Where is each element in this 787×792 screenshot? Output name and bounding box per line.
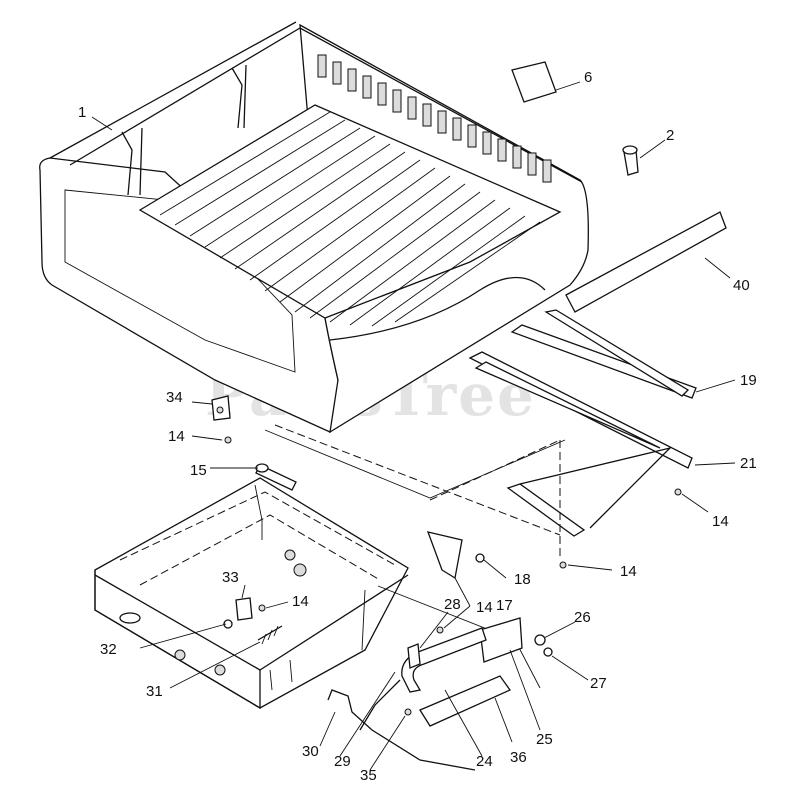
callout-14-e: 14: [476, 599, 493, 616]
leader-lines: [91, 81, 736, 771]
callout-19: 19: [740, 372, 757, 389]
callout-6: 6: [584, 69, 592, 86]
callout-14-c: 14: [620, 563, 637, 580]
callout-33: 33: [222, 569, 239, 586]
callout-18: 18: [514, 571, 531, 588]
callout-14-d: 14: [292, 593, 309, 610]
rail-part-21[interactable]: [468, 351, 693, 469]
decal-part[interactable]: [511, 61, 557, 103]
callout-34: 34: [166, 389, 183, 406]
callout-2: 2: [666, 127, 674, 144]
pad-part-36[interactable]: [419, 675, 511, 727]
rod-part-30[interactable]: [327, 689, 476, 771]
callout-21: 21: [740, 455, 757, 472]
callout-28: 28: [444, 596, 461, 613]
hinge-rod-part[interactable]: [255, 463, 297, 491]
bracket-part-17[interactable]: [426, 531, 463, 580]
nut-part-32[interactable]: [223, 619, 233, 629]
callout-32: 32: [100, 641, 117, 658]
callout-29: 29: [334, 753, 351, 770]
plate-part-25[interactable]: [479, 617, 523, 663]
hook-part-29[interactable]: [359, 679, 401, 731]
clip-part-28[interactable]: [407, 643, 421, 669]
latch-part-34[interactable]: [211, 395, 231, 421]
nut-part-27[interactable]: [543, 647, 553, 657]
callout-27: 27: [590, 675, 607, 692]
callout-24: 24: [476, 753, 493, 770]
callout-30: 30: [302, 743, 319, 760]
bumper-part[interactable]: [622, 145, 639, 176]
callout-25: 25: [536, 731, 553, 748]
callout-35: 35: [360, 767, 377, 784]
callout-40: 40: [733, 277, 750, 294]
latch-part-33[interactable]: [235, 597, 253, 621]
callout-17: 17: [496, 597, 513, 614]
arm-part-24[interactable]: [401, 627, 487, 693]
rail-part-19[interactable]: [510, 309, 697, 399]
callout-36: 36: [510, 749, 527, 766]
callout-31: 31: [146, 683, 163, 700]
callout-14-b: 14: [712, 513, 729, 530]
pin-part-35[interactable]: [404, 708, 412, 716]
seal-strip-part[interactable]: [565, 211, 727, 313]
callout-1: 1: [78, 104, 86, 121]
bolt-part-18[interactable]: [475, 553, 485, 563]
floor-pan-part[interactable]: [506, 446, 673, 537]
callout-14-a: 14: [168, 428, 185, 445]
spring-part-31[interactable]: [257, 625, 283, 645]
cargo-bed-part[interactable]: [39, 21, 589, 434]
callout-26: 26: [574, 609, 591, 626]
washer-part-26[interactable]: [534, 634, 546, 646]
frame-assembly[interactable]: [94, 477, 409, 710]
callout-15: 15: [190, 462, 207, 479]
